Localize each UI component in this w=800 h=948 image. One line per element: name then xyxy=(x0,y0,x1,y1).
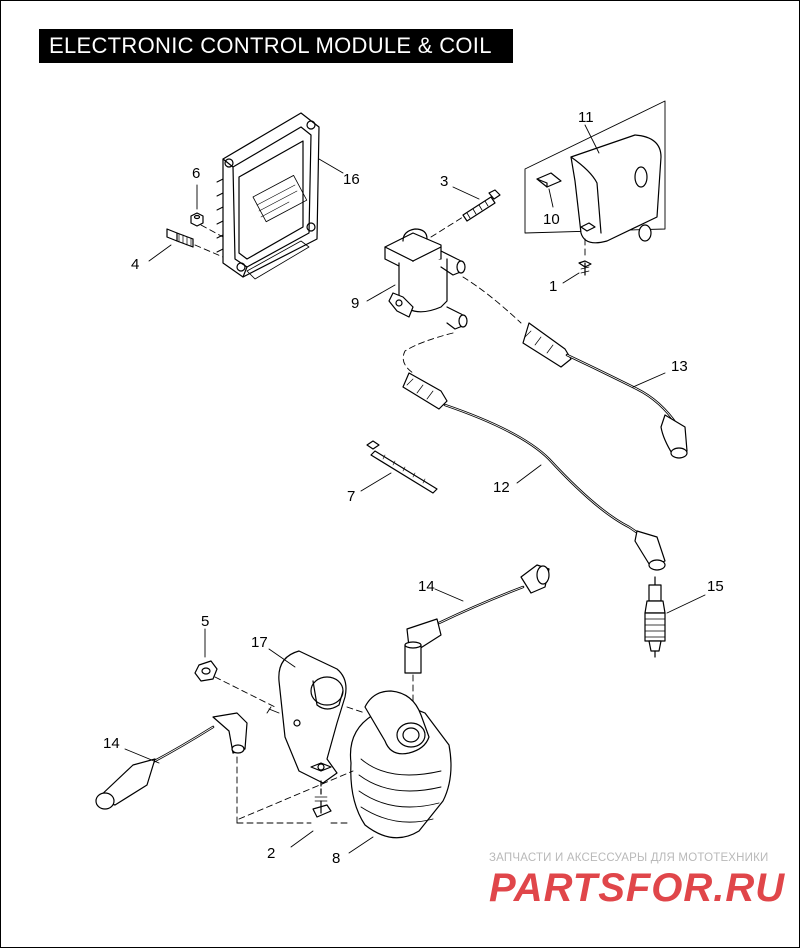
spark-wire-14-right-icon xyxy=(404,564,550,674)
screw-2-icon xyxy=(312,780,332,818)
cable-tie-icon xyxy=(366,440,438,494)
nut-icon xyxy=(190,212,204,227)
callout-3: 3 xyxy=(440,173,448,190)
callout-9: 9 xyxy=(351,295,359,312)
spark-plug-icon xyxy=(644,576,666,658)
callout-13: 13 xyxy=(671,358,688,375)
callout-6: 6 xyxy=(192,165,200,182)
ignition-coil-icon xyxy=(384,228,468,330)
cover-icon xyxy=(524,100,666,244)
spark-wire-13-icon xyxy=(522,322,688,459)
callout-7: 7 xyxy=(347,488,355,505)
callout-14-right: 14 xyxy=(418,578,435,595)
callout-11: 11 xyxy=(578,109,594,126)
diagram-title: ELECTRONIC CONTROL MODULE & COIL xyxy=(39,29,513,63)
bracket-icon xyxy=(266,650,347,784)
callout-14-left: 14 xyxy=(103,735,120,752)
watermark-subtitle: ЗАПЧАСТИ И АКСЕССУАРЫ ДЛЯ МОТОТЕХНИКИ xyxy=(489,852,769,864)
callout-17: 17 xyxy=(251,634,268,651)
spark-wire-12-icon xyxy=(402,372,666,571)
ecm-module-icon xyxy=(216,112,320,280)
callout-8: 8 xyxy=(332,850,340,867)
screw-small-icon xyxy=(578,260,592,276)
callout-4: 4 xyxy=(131,256,139,273)
bolt-icon xyxy=(462,189,501,222)
spark-wire-14-left-icon xyxy=(95,712,248,810)
nut-5-icon xyxy=(194,660,218,682)
coil-icon xyxy=(349,690,452,839)
callout-16: 16 xyxy=(343,171,360,188)
callout-10: 10 xyxy=(543,211,560,228)
callout-15: 15 xyxy=(707,578,724,595)
callout-1: 1 xyxy=(549,278,557,295)
callout-2: 2 xyxy=(267,845,275,862)
clip-icon xyxy=(536,172,562,188)
watermark-logo-text: PARTSFOR.RU xyxy=(489,866,785,909)
screw-icon xyxy=(166,228,194,248)
callout-5: 5 xyxy=(201,613,209,630)
watermark-logo: PARTSFOR.RU xyxy=(489,866,785,909)
callout-12: 12 xyxy=(493,479,510,496)
